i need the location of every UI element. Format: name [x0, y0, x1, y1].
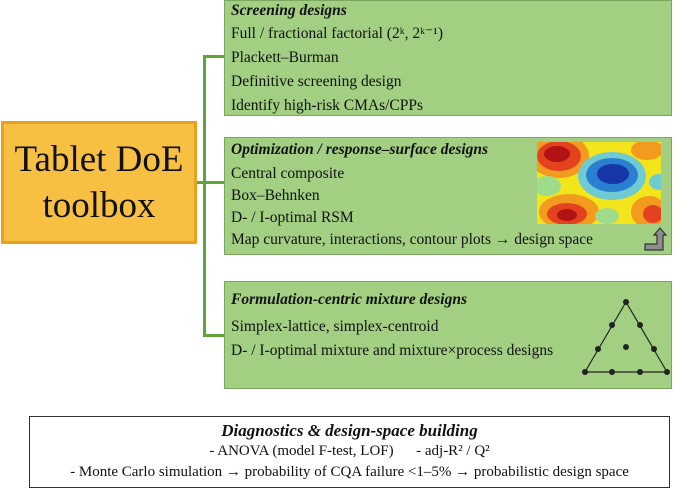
diagnostics-line: - ANOVA (model F-test, LOF) - adj-R² / Q… — [209, 443, 490, 459]
diagnostics-box: Diagnostics & design-space building - AN… — [29, 416, 670, 488]
root-label-line1: Tablet DoE — [14, 138, 184, 180]
optimization-title: Optimization / response–surface designs — [231, 141, 489, 158]
optimization-item: Map curvature, interactions, contour plo… — [231, 231, 593, 248]
diagnostics-title: Diagnostics & design-space building — [221, 421, 478, 440]
diagnostics-line: - Monte Carlo simulation → probability o… — [70, 464, 629, 480]
mixture-item: Simplex-lattice, simplex-centroid — [231, 318, 439, 335]
screening-item: Full / fractional factorial (2ᵏ, 2ᵏ⁻¹) — [231, 25, 443, 42]
screening-item: Identify high-risk CMAs/CPPs — [231, 97, 424, 114]
connector-to-mixture — [203, 334, 224, 337]
connector-horizontal-root — [197, 181, 206, 184]
screening-item: Definitive screening design — [231, 73, 402, 90]
simplex-triangle-icon — [582, 299, 670, 375]
screening-item: Plackett–Burman — [231, 49, 339, 66]
root-label-line2: toolbox — [42, 184, 156, 226]
root-node: Tablet DoE toolbox — [1, 121, 197, 244]
connector-to-screening — [203, 55, 224, 58]
optimization-item: Central composite — [231, 165, 345, 182]
optimization-box: Optimization / response–surface designs … — [224, 137, 672, 255]
mixture-title: Formulation-centric mixture designs — [231, 291, 467, 308]
mixture-item: D- / I-optimal mixture and mixture×proce… — [231, 342, 554, 359]
mixture-box: Formulation-centric mixture designs Simp… — [224, 281, 672, 389]
optimization-item: D- / I-optimal RSM — [231, 209, 354, 226]
contour-plot-icon — [537, 142, 661, 224]
screening-title: Screening designs — [231, 2, 347, 19]
connector-vertical — [203, 55, 206, 337]
screening-box: Screening designs Full / fractional fact… — [224, 0, 672, 116]
optimization-item: Box–Behnken — [231, 187, 320, 204]
connector-to-optimization — [203, 181, 224, 184]
bent-arrow-icon — [644, 227, 667, 251]
